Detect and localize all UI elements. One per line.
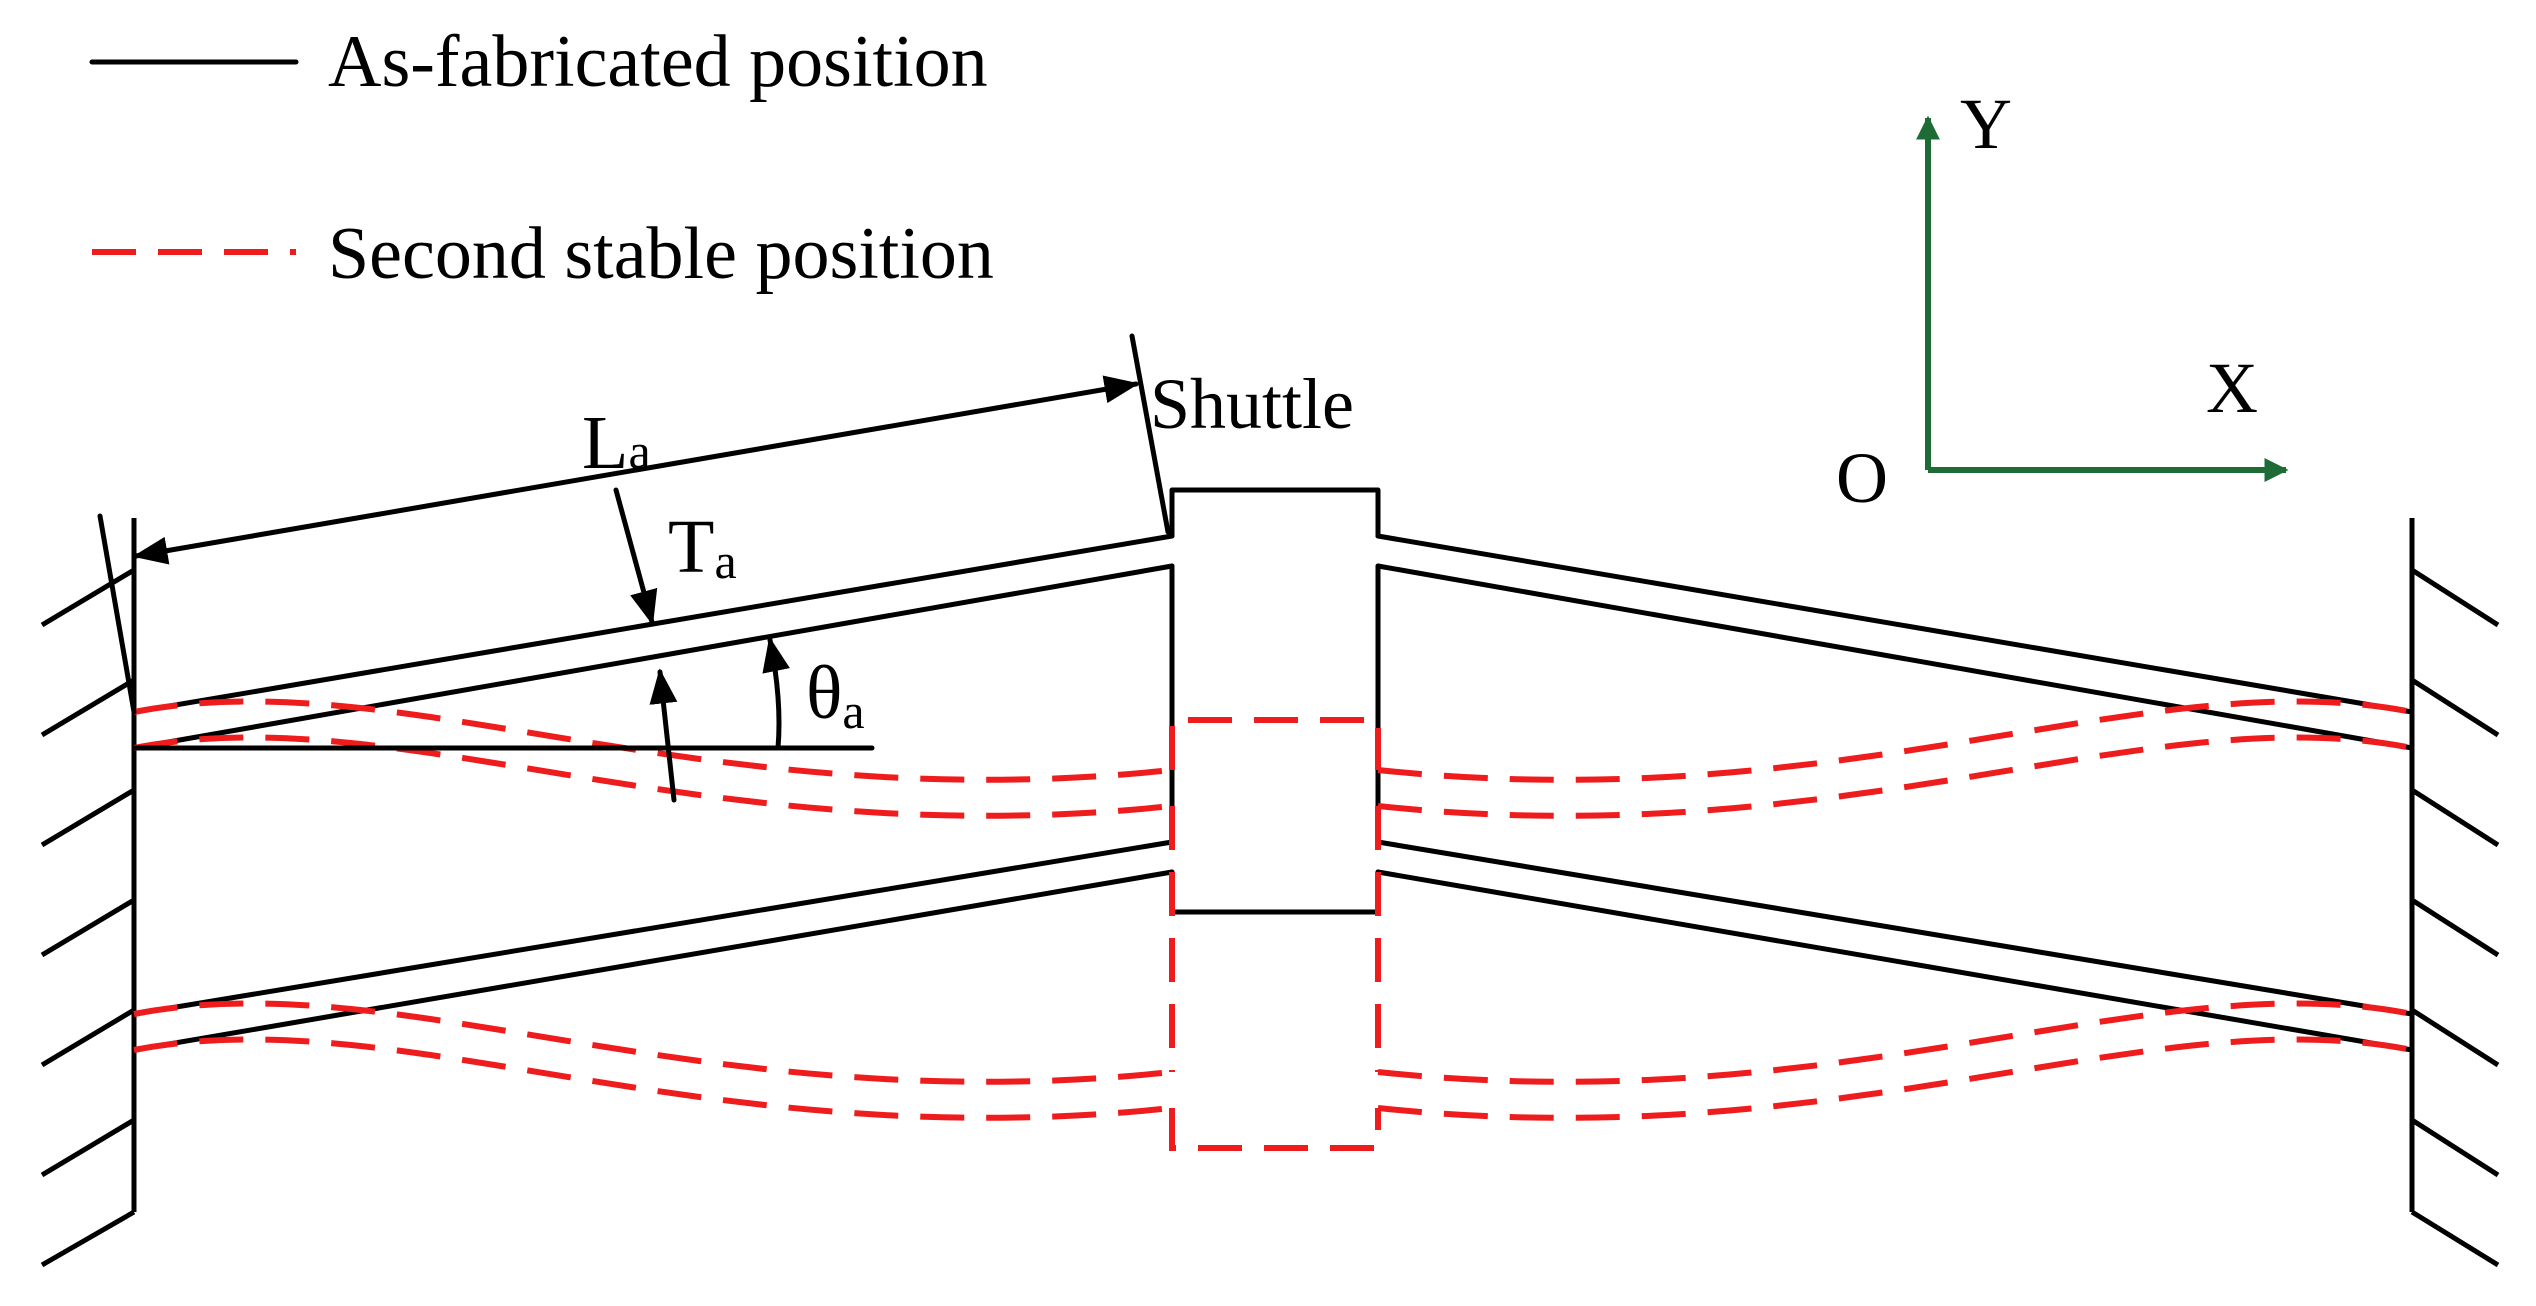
legend: As-fabricated position Second stable pos… — [89, 21, 994, 295]
legend-second-stable-label: Second stable position — [328, 213, 994, 295]
upper-left-beam-bottom — [131, 563, 1175, 751]
lower-left-beam-bottom — [131, 869, 1175, 1053]
lower-right-curved-beam-bottom — [1377, 1036, 2413, 1121]
shuttle-label: Shuttle — [1150, 364, 1354, 444]
second-stable-beams — [133, 698, 2413, 1121]
lower-right-beam-bottom — [1375, 869, 2415, 1053]
origin-label: O — [1836, 438, 1888, 518]
length-label: La — [582, 401, 651, 485]
lower-left-beam-top — [131, 839, 1175, 1017]
right-fixed-wall — [2409, 518, 2500, 1268]
x-axis-label: X — [2206, 348, 2258, 428]
lower-right-curved-beam-top — [1377, 1000, 2413, 1085]
thickness-dimension: Ta — [613, 487, 737, 803]
left-fixed-wall — [40, 518, 137, 1268]
as-fabricated-beams — [131, 533, 2415, 1053]
legend-as-fabricated-label: As-fabricated position — [328, 21, 988, 103]
y-axis-label: Y — [1960, 84, 2012, 164]
shuttle-second-stable — [1169, 717, 1381, 1151]
shuttle-as-fabricated — [1169, 487, 1381, 915]
thickness-label: Ta — [668, 505, 737, 589]
angle-label: θa — [806, 651, 865, 739]
coordinate-axes: Y X O — [1836, 84, 2289, 518]
upper-right-beam-bottom — [1375, 563, 2415, 751]
length-dimension: La — [97, 333, 1171, 715]
lower-right-beam-top — [1375, 839, 2415, 1017]
upper-right-curved-beam-top — [1377, 698, 2413, 783]
angle-dimension: θa — [131, 636, 875, 751]
upper-right-beam-top — [1375, 533, 2415, 715]
upper-right-curved-beam-bottom — [1377, 734, 2413, 819]
